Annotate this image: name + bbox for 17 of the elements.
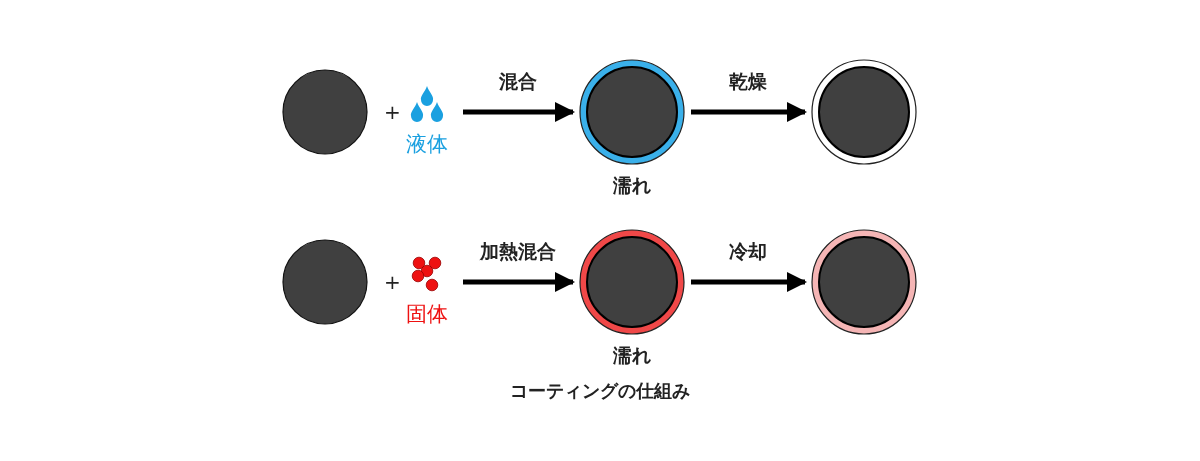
arrow [691,272,807,292]
particle-circle [282,239,368,325]
caption-text: 濡れ [612,176,652,195]
arrow [463,272,575,292]
plus-sign: + [384,272,401,292]
arrow [463,102,575,122]
particle-circle [579,59,685,165]
particle-circle [282,69,368,155]
particle-circle [811,229,917,335]
caption-text: 濡れ [612,346,652,365]
particle-circle [579,229,685,335]
plus-sign: + [384,102,401,122]
arrow [691,102,807,122]
caption: コーティングの仕組み [509,382,691,400]
node-label: 固体 [405,304,449,325]
particle-circle [811,59,917,165]
node-label: 液体 [405,134,449,155]
